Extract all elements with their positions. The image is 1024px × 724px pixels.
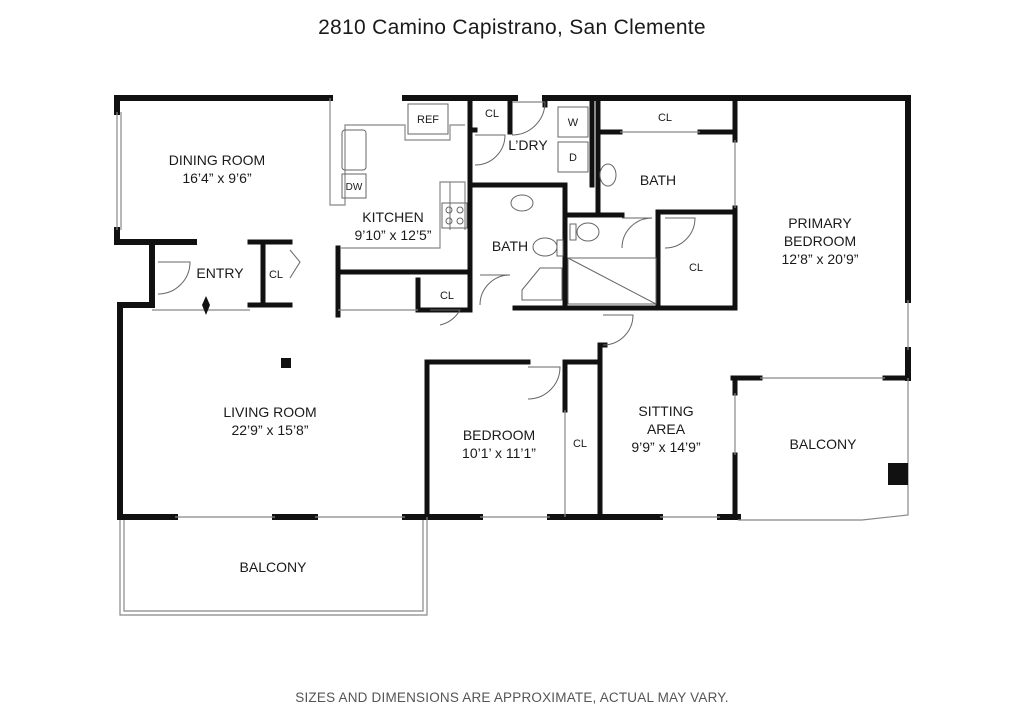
dining-room-size: 16’4” x 9’6” [182, 170, 252, 186]
dishwasher-box [341, 173, 367, 199]
balcony-left-label: BALCONY [240, 559, 308, 575]
closet-label-primary-top: CL [658, 112, 672, 124]
dryer-box [557, 141, 589, 173]
washer-box [557, 106, 589, 138]
balcony-column-marker [888, 463, 908, 485]
bath-2-toilet-icon [576, 222, 600, 242]
sink-icon [341, 129, 367, 171]
bath-2-shower-outline [567, 257, 657, 305]
bedroom-size: 10’1’ x 11’1” [462, 445, 536, 461]
primary-bedroom-label-line1: PRIMARY [788, 215, 852, 231]
kitchen-label: KITCHEN [362, 209, 423, 225]
laundry-label: L’DRY [508, 137, 548, 153]
sitting-area-size: 9’9” x 14’9” [631, 439, 701, 455]
bath-1-shower-outline [521, 267, 563, 301]
bedroom-label: BEDROOM [463, 427, 535, 443]
balcony-right-label: BALCONY [790, 436, 858, 452]
closet-label-entry: CL [269, 269, 283, 281]
living-room-size: 22’9” x 15’8” [231, 422, 308, 438]
refrigerator-label: REF [417, 114, 439, 126]
primary-bedroom-size: 12’8” x 20’9” [781, 251, 858, 267]
fixtures-outlines [341, 103, 657, 305]
dining-room-label: DINING ROOM [169, 152, 265, 168]
entry-arrow-icon [202, 296, 210, 315]
bath-2-label: BATH [640, 172, 676, 188]
bath-2-sink-icon [599, 163, 617, 187]
bath-1-label: BATH [492, 238, 528, 254]
kitchen-size: 9’10” x 12’5” [354, 227, 431, 243]
dishwasher-label: DW [346, 182, 363, 193]
living-room-label: LIVING ROOM [223, 404, 316, 420]
closet-label-kitchen: CL [440, 290, 454, 302]
exterior-walls [114, 95, 911, 520]
bath-1-toilet-icon [532, 237, 558, 257]
closet-label-laundry: CL [485, 108, 499, 120]
entry-label: ENTRY [196, 265, 244, 281]
sitting-area-label-line1: SITTING [638, 403, 693, 419]
primary-bedroom-label-line2: BEDROOM [784, 233, 856, 249]
solid-marks [202, 296, 908, 485]
stove-box [441, 202, 468, 229]
column-marker [281, 358, 291, 368]
page-title: 2810 Camino Capistrano, San Clemente [318, 16, 706, 39]
sitting-area-label-line2: AREA [647, 421, 686, 437]
disclaimer: SIZES AND DIMENSIONS ARE APPROXIMATE, AC… [295, 690, 729, 705]
washer-label: W [568, 117, 579, 129]
closet-label-primary-side: CL [689, 262, 703, 274]
interior-walls [247, 95, 911, 520]
dryer-label: D [569, 152, 577, 164]
bath-1-sink-icon [510, 194, 534, 212]
refrigerator-box [407, 103, 449, 135]
door-swings [157, 101, 696, 400]
thin-lines [116, 98, 909, 616]
closet-label-bedroom: CL [573, 438, 587, 450]
